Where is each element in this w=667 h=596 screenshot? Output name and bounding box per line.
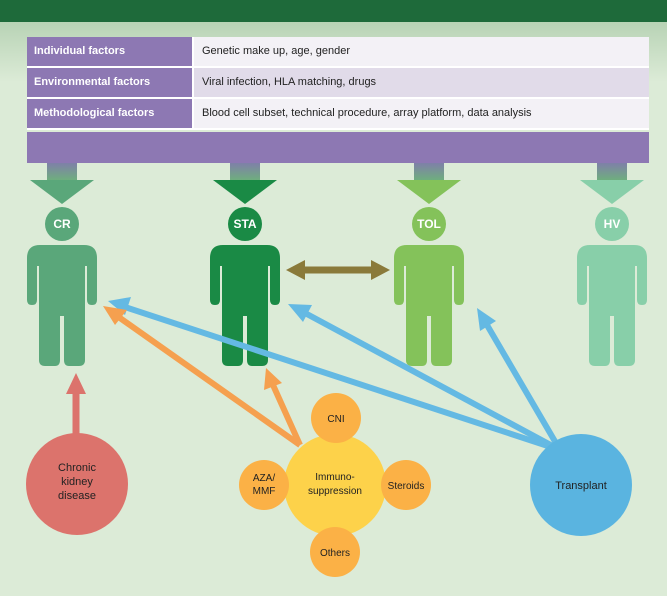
down-arrow bbox=[30, 163, 94, 204]
down-arrow bbox=[213, 163, 277, 204]
aza-mmf-node bbox=[239, 460, 289, 510]
steroids-label: Steroids bbox=[388, 481, 425, 492]
group-label-cr: CR bbox=[53, 217, 71, 231]
person-head bbox=[412, 207, 446, 241]
person-body bbox=[27, 245, 97, 366]
person-body bbox=[210, 245, 280, 366]
factor-row-methodological: Methodological factors Blood cell subset… bbox=[27, 99, 649, 130]
factor-value: Genetic make up, age, gender bbox=[194, 37, 649, 66]
person-body bbox=[577, 245, 647, 366]
transplant-node: Transplant bbox=[530, 434, 632, 536]
immunosuppression-arrows bbox=[103, 306, 303, 448]
person-head bbox=[45, 207, 79, 241]
person-figure-sta bbox=[210, 207, 280, 366]
steroids-node bbox=[381, 460, 431, 510]
immunosuppression-cluster: Immuno- suppression CNI AZA/ MMF Steroid… bbox=[239, 393, 431, 577]
group-label-hv: HV bbox=[604, 217, 621, 231]
person-figure-tol bbox=[394, 207, 464, 366]
down-arrow bbox=[397, 163, 461, 204]
ckd-label-line: disease bbox=[58, 490, 96, 502]
aza-label-line: AZA/ bbox=[253, 473, 275, 484]
ckd-label-line: Chronic bbox=[58, 462, 96, 474]
down-arrow bbox=[580, 163, 644, 204]
person-figure-hv bbox=[577, 207, 647, 366]
factors-summary-bar bbox=[27, 132, 649, 163]
factor-value: Viral infection, HLA matching, drugs bbox=[194, 68, 649, 97]
ckd-arrow bbox=[66, 373, 86, 436]
ckd-node: Chronic kidney disease bbox=[26, 433, 128, 535]
group-label-sta: STA bbox=[233, 217, 256, 231]
aza-label-line: MMF bbox=[253, 486, 276, 497]
immunosuppression-node bbox=[284, 434, 386, 536]
others-node bbox=[310, 527, 360, 577]
factor-row-individual: Individual factors Genetic make up, age,… bbox=[27, 37, 649, 68]
person-figure-cr bbox=[27, 207, 97, 366]
group-label-tol: TOL bbox=[417, 217, 441, 231]
header-bar bbox=[0, 0, 667, 22]
cni-node bbox=[311, 393, 361, 443]
ckd-label-line: kidney bbox=[61, 476, 93, 488]
immuno-label-line: Immuno- bbox=[315, 472, 354, 483]
person-body bbox=[394, 245, 464, 366]
factor-label: Methodological factors bbox=[27, 99, 194, 128]
factor-label: Environmental factors bbox=[27, 68, 194, 97]
factor-value: Blood cell subset, technical procedure, … bbox=[194, 99, 649, 128]
transplant-label: Transplant bbox=[555, 480, 607, 492]
others-label: Others bbox=[320, 548, 350, 559]
immuno-label-line: suppression bbox=[308, 486, 362, 497]
factors-table: Individual factors Genetic make up, age,… bbox=[27, 37, 649, 130]
person-head bbox=[595, 207, 629, 241]
cni-label: CNI bbox=[327, 414, 344, 425]
bidirectional-arrow bbox=[286, 260, 390, 280]
factor-label: Individual factors bbox=[27, 37, 194, 66]
person-head bbox=[228, 207, 262, 241]
factor-row-environmental: Environmental factors Viral infection, H… bbox=[27, 68, 649, 99]
transplant-arrows bbox=[108, 297, 563, 453]
